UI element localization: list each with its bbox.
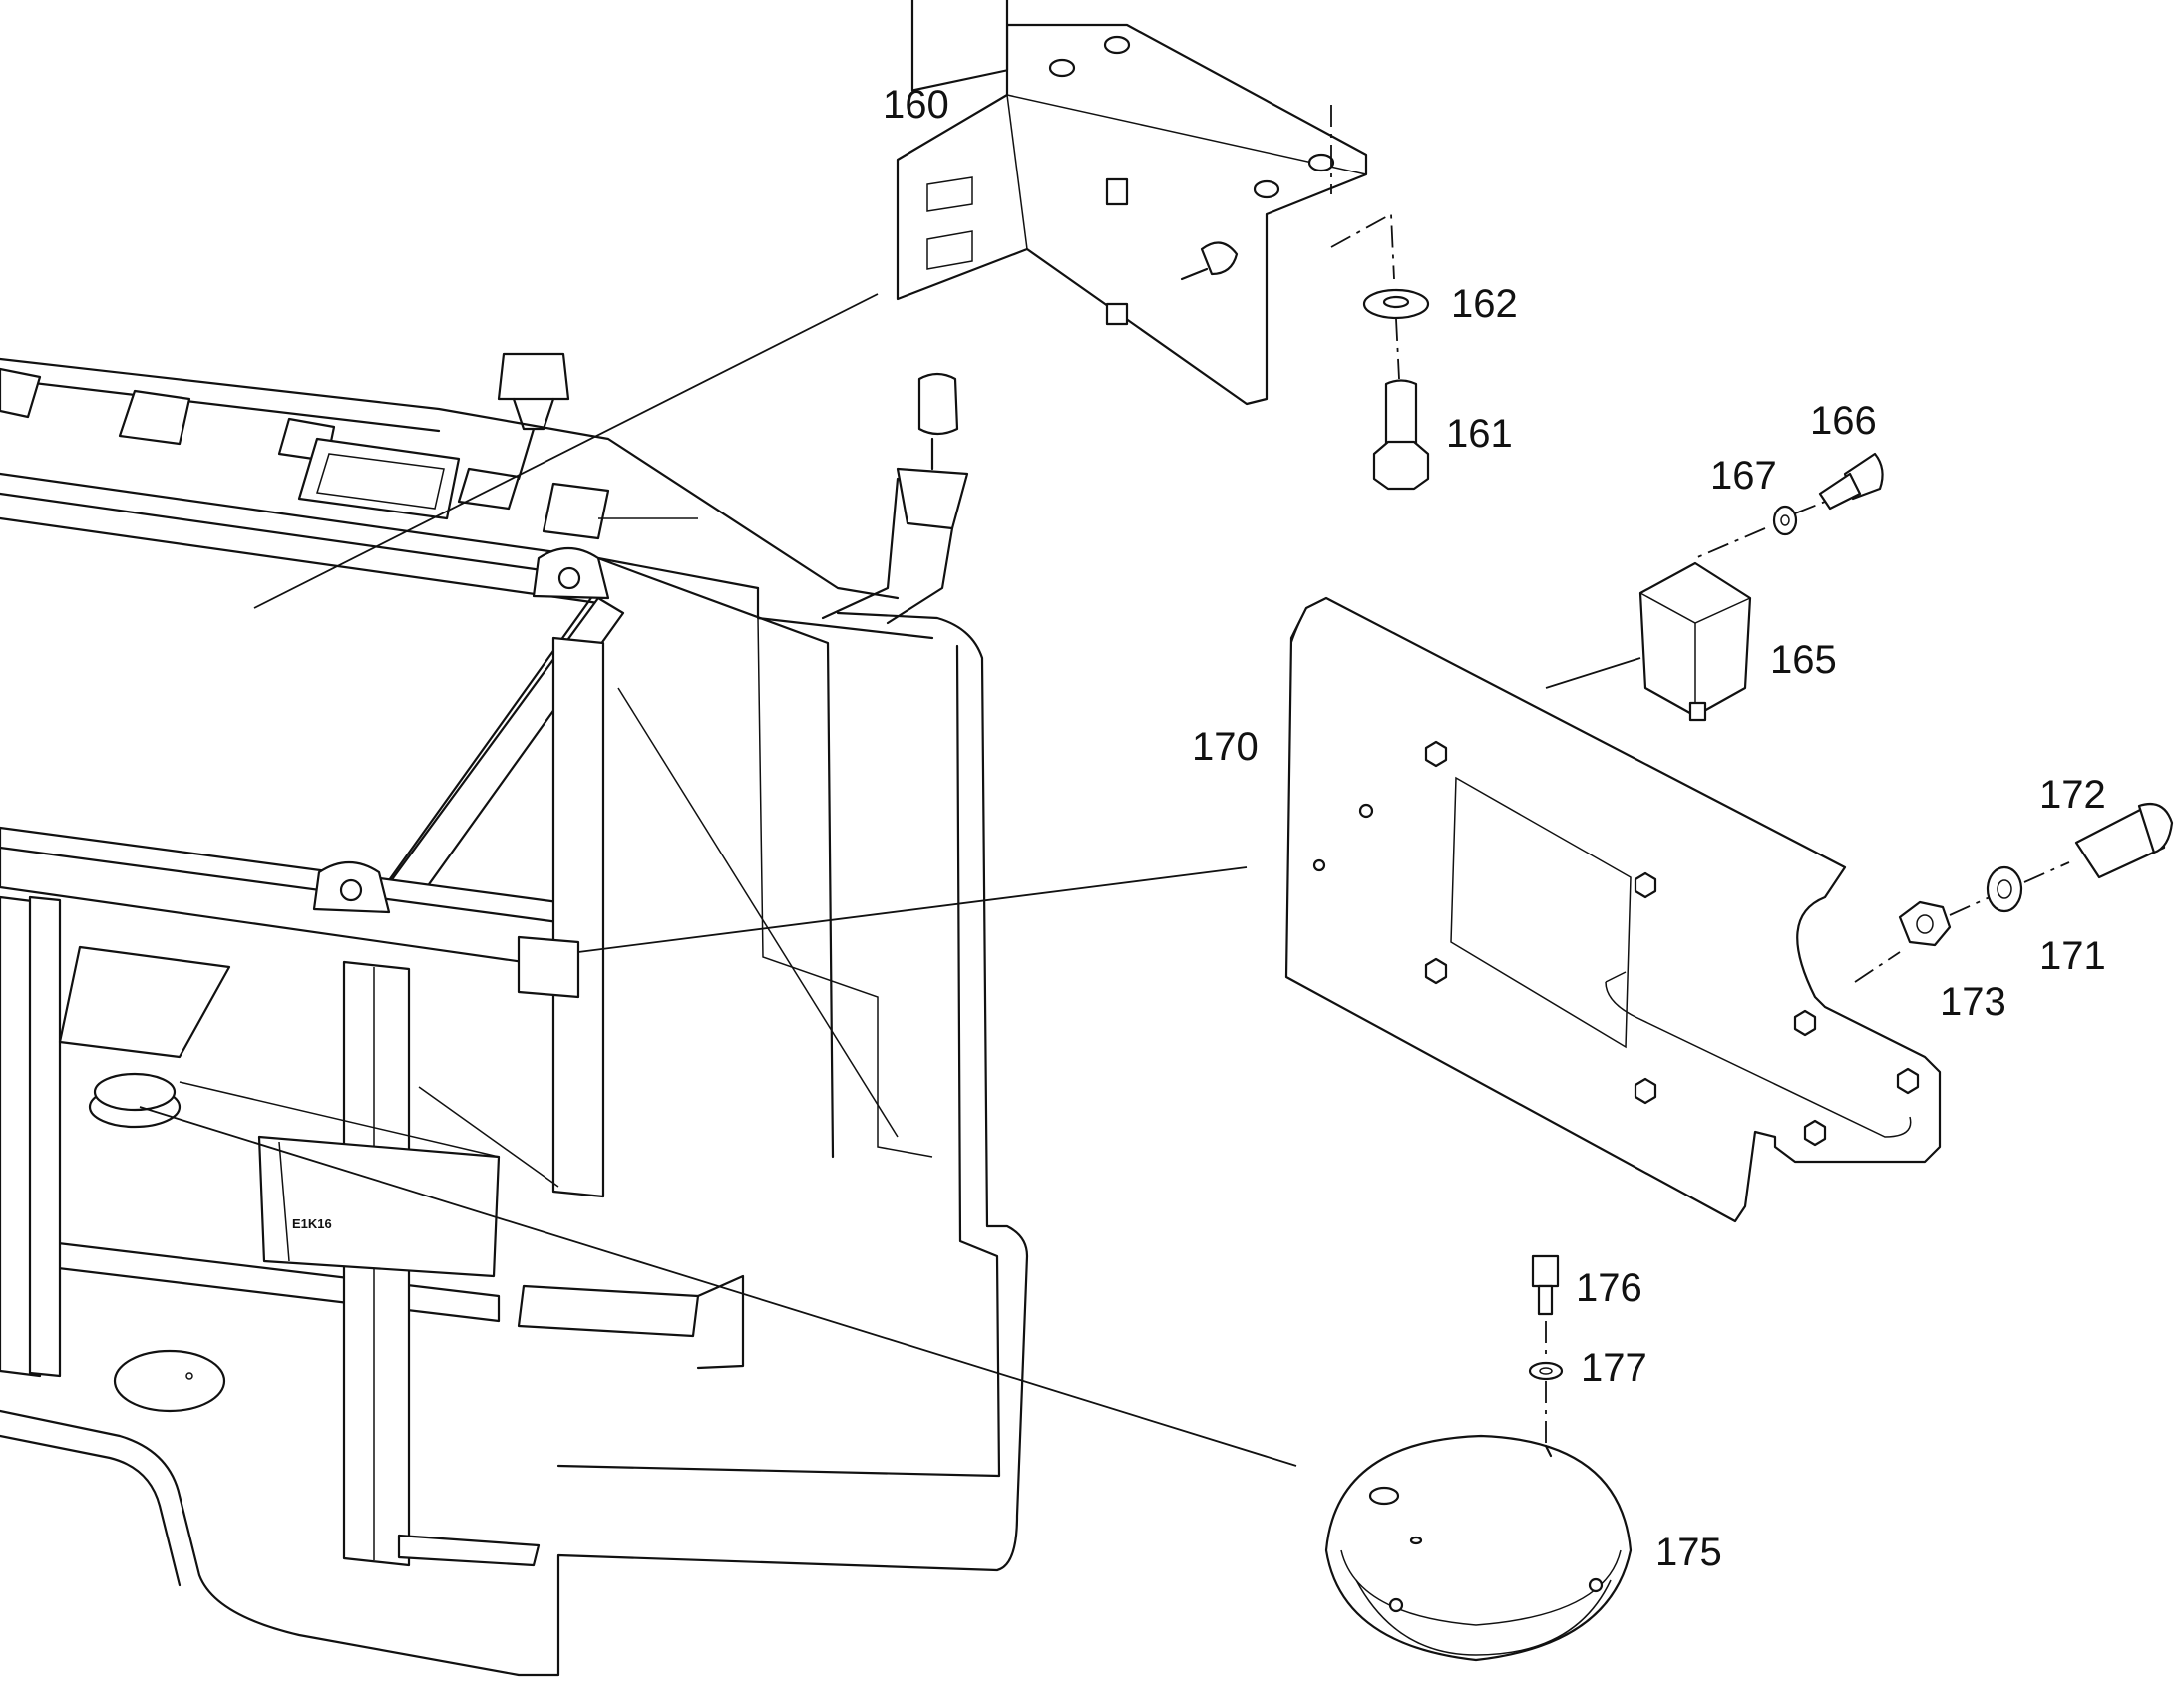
part-172-bolt (2074, 802, 2174, 879)
part-165-junction-box (1638, 561, 1752, 722)
leader-170 (577, 866, 1248, 953)
part-173-nut (1898, 900, 1952, 947)
callout-161: 161 (1446, 412, 1513, 456)
callouts: 160 162 161 166 167 165 170 172 171 173 … (883, 83, 2106, 1574)
part-167-washer (1772, 505, 1798, 536)
callout-177: 177 (1581, 1346, 1647, 1390)
part-160-bracket (896, 0, 1368, 406)
callout-175: 175 (1655, 1531, 1722, 1574)
part-166-screw (1818, 452, 1884, 511)
callout-160: 160 (883, 83, 949, 127)
part-177-washer (1528, 1361, 1564, 1381)
part-161-bolt (1372, 379, 1430, 491)
leader-175 (139, 1106, 1297, 1467)
callout-166: 166 (1810, 399, 1877, 443)
callout-172: 172 (2039, 773, 2106, 817)
module-label: E1K16 (292, 1216, 332, 1231)
part-171-washer (1986, 865, 2023, 913)
callout-171: 171 (2039, 934, 2106, 978)
callout-173: 173 (1940, 980, 2006, 1024)
part-170-mounting-plate (1284, 596, 1942, 1223)
callout-176: 176 (1576, 1266, 1642, 1310)
part-162-washer (1362, 288, 1430, 320)
machine-frame-assembly: E1K16 (0, 352, 1029, 1677)
leader-165 (1545, 657, 1641, 689)
part-175-dome-cover (1324, 1434, 1633, 1662)
part-176-screw (1531, 1254, 1560, 1316)
callout-162: 162 (1451, 282, 1518, 326)
callout-165: 165 (1770, 638, 1837, 682)
leader-lines (139, 293, 1641, 1467)
leader-160 (253, 293, 879, 609)
callout-170: 170 (1192, 725, 1259, 769)
callout-167: 167 (1710, 454, 1777, 498)
